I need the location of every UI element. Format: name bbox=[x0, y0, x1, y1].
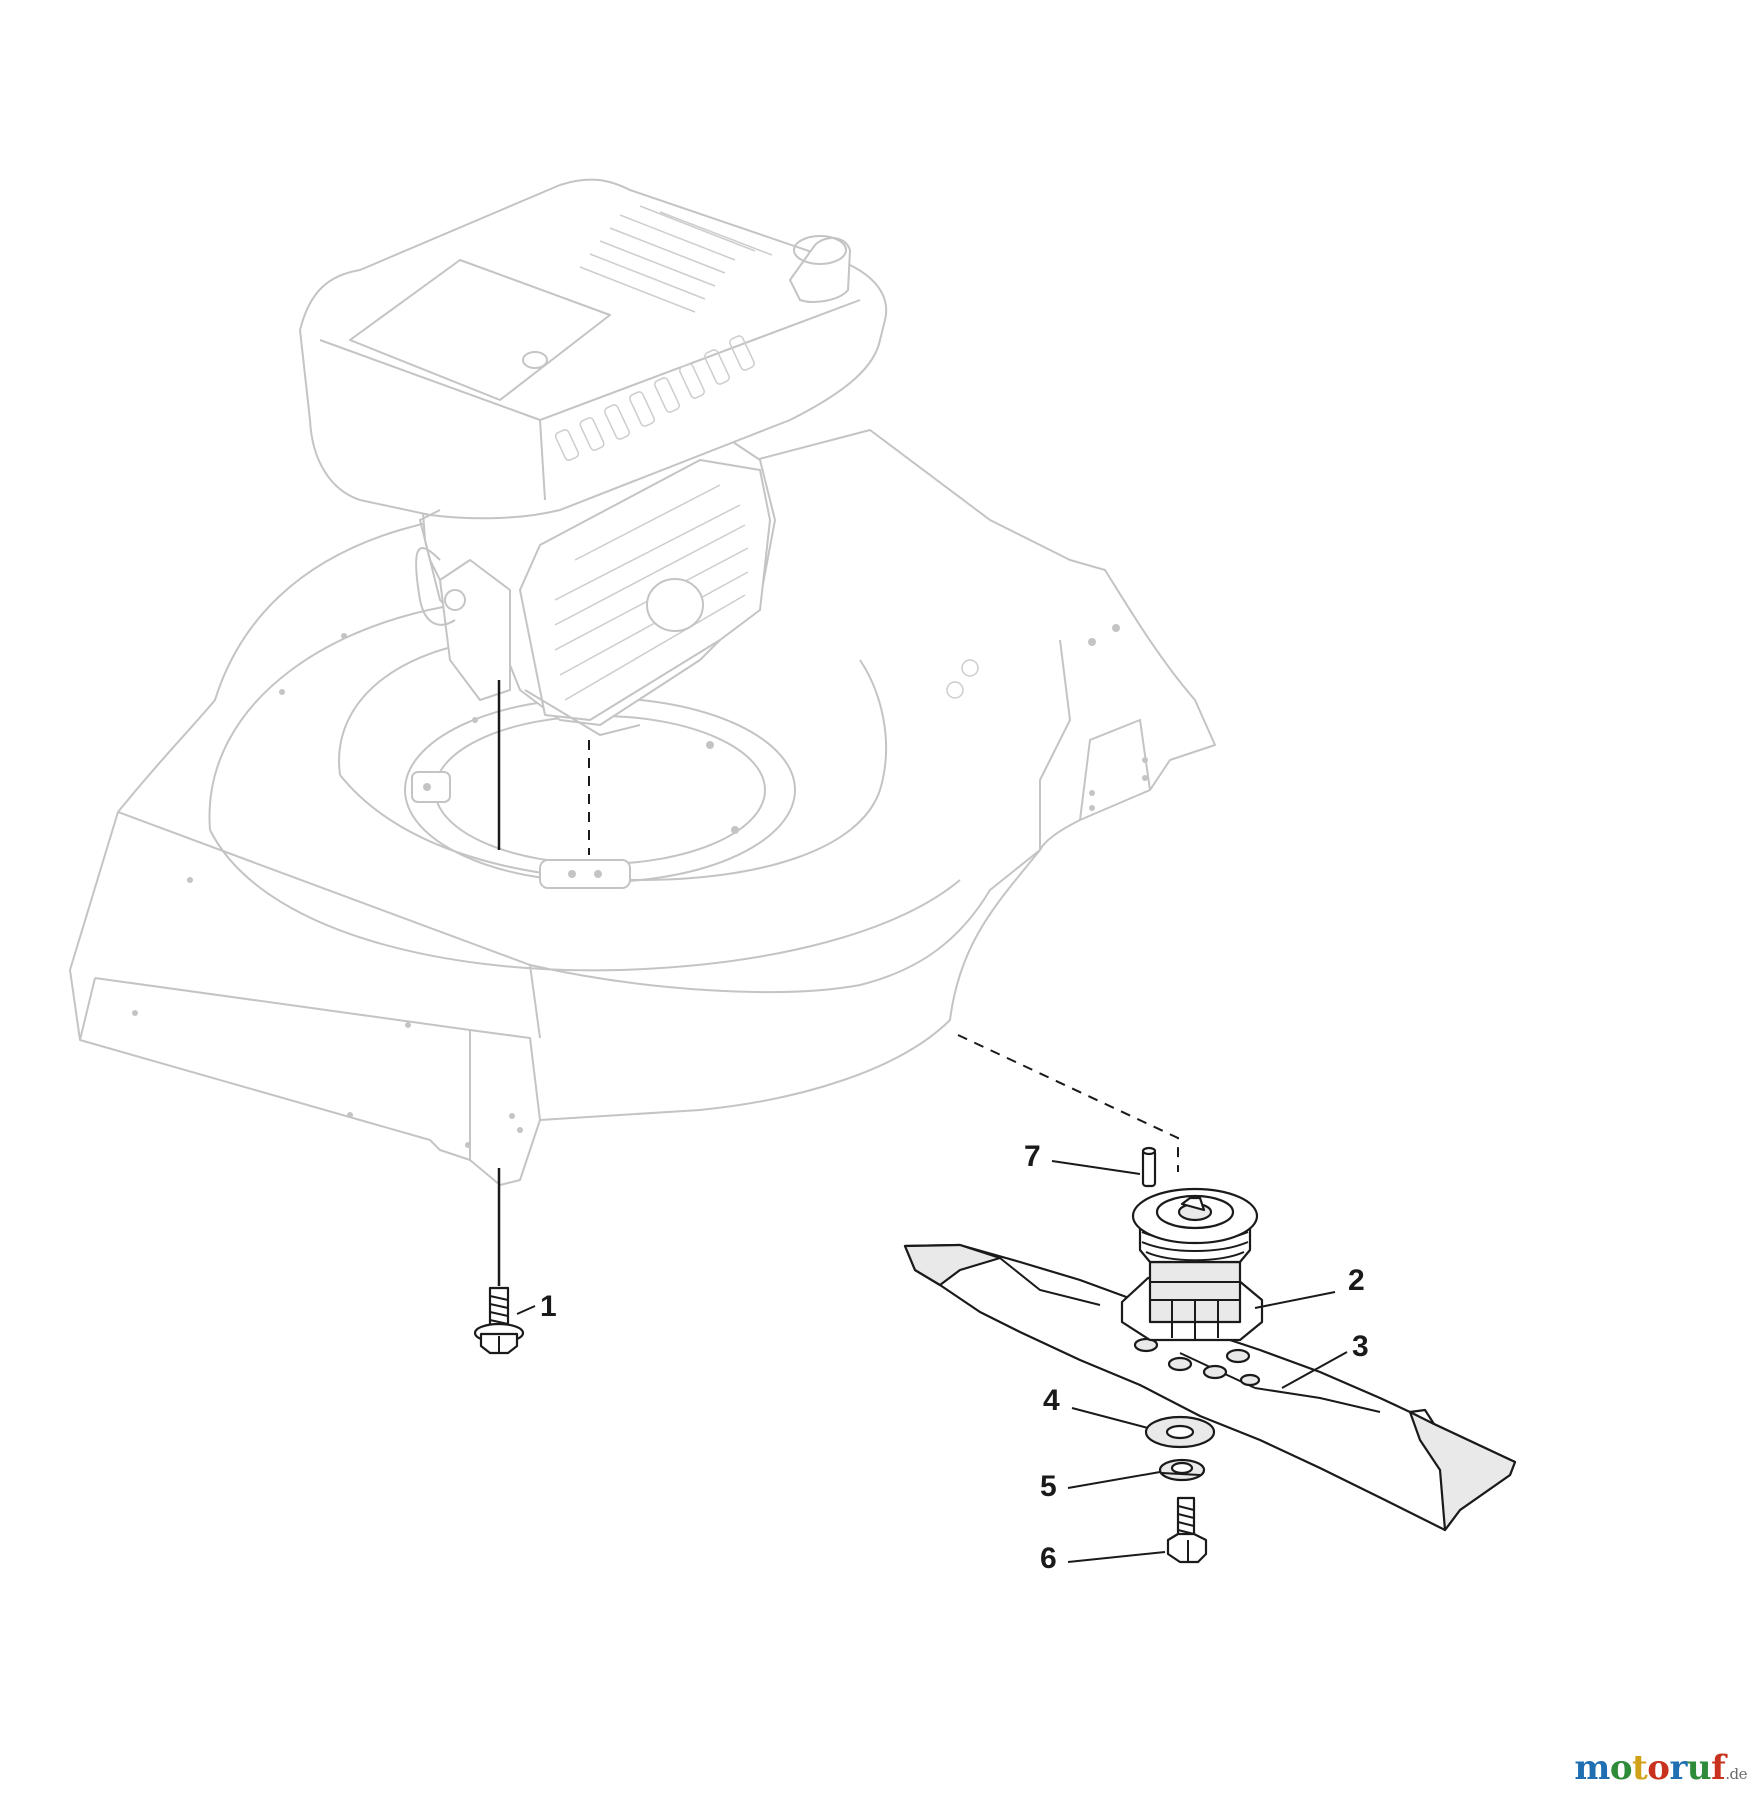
callout-labels: 1 2 3 4 5 6 7 bbox=[540, 1140, 1369, 1575]
watermark-letter: o bbox=[1647, 1748, 1670, 1788]
watermark-letter: o bbox=[1609, 1748, 1633, 1788]
part-4-washer bbox=[1144, 1415, 1216, 1449]
watermark-tld: .de bbox=[1725, 1765, 1747, 1783]
assembly-guides bbox=[497, 680, 1179, 1286]
callout-7: 7 bbox=[1024, 1140, 1041, 1173]
watermark-logo: motoruf.de bbox=[1574, 1748, 1747, 1788]
part-5-lock-washer bbox=[1158, 1458, 1206, 1482]
callout-leaders bbox=[516, 1160, 1348, 1563]
engine-outline bbox=[299, 178, 888, 737]
watermark-letter: m bbox=[1574, 1748, 1610, 1788]
callout-2: 2 bbox=[1348, 1264, 1365, 1297]
callout-3: 3 bbox=[1352, 1330, 1369, 1363]
watermark-letter: u bbox=[1686, 1748, 1712, 1788]
watermark-letter: f bbox=[1711, 1748, 1726, 1788]
callout-4: 4 bbox=[1043, 1384, 1060, 1417]
part-7-key bbox=[1141, 1146, 1157, 1188]
watermark-letter: t bbox=[1632, 1748, 1648, 1788]
watermark-text: motoruf bbox=[1574, 1748, 1725, 1788]
callout-6: 6 bbox=[1040, 1542, 1057, 1575]
watermark-letter: r bbox=[1669, 1748, 1687, 1788]
part-1-bolt bbox=[473, 1286, 525, 1355]
part-2-blade-adapter bbox=[1120, 1187, 1264, 1342]
callout-1: 1 bbox=[540, 1290, 557, 1323]
part-6-bolt bbox=[1166, 1496, 1208, 1564]
callout-5: 5 bbox=[1040, 1470, 1057, 1503]
